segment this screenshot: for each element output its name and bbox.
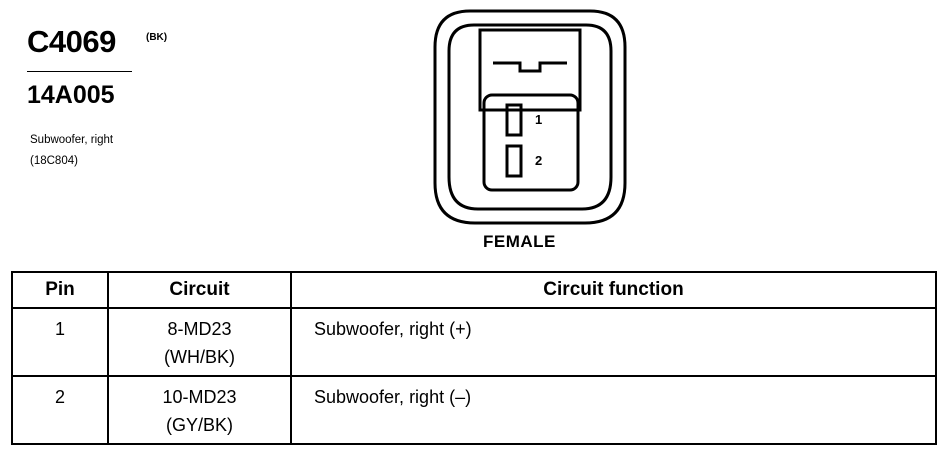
part-number: 14A005 (27, 81, 115, 109)
connector-pin-cavity-body (482, 93, 580, 192)
connector-lock-housing (478, 28, 582, 112)
circuit-number: 10-MD23 (162, 387, 237, 407)
pin-2-label: 2 (535, 153, 542, 168)
header-circuit: Circuit (107, 271, 292, 309)
circuit-cell: 8-MD23 (WH/BK) (107, 307, 292, 377)
connector-latch (493, 61, 567, 73)
header-pin: Pin (11, 271, 109, 309)
connector-id: C4069 (27, 24, 116, 59)
pin-number: 2 (11, 375, 109, 445)
connector-inner-shell (447, 23, 613, 211)
title-rule (27, 71, 132, 72)
circuit-cell: 10-MD23 (GY/BK) (107, 375, 292, 445)
circuit-function: Subwoofer, right (+) (290, 307, 937, 377)
wire-color: (GY/BK) (165, 415, 233, 435)
pin-2-terminal (505, 144, 523, 178)
connector-gender: FEMALE (483, 232, 556, 251)
header-circuit-function: Circuit function (290, 271, 937, 309)
pin-1-terminal (505, 103, 523, 137)
table-header-row: Pin Circuit Circuit function (11, 271, 937, 309)
circuit-number: 8-MD23 (167, 319, 232, 339)
pin-table: Pin Circuit Circuit function 1 8-MD23 (W… (11, 271, 937, 445)
table-row: 1 8-MD23 (WH/BK) Subwoofer, right (+) (11, 307, 937, 377)
connector-color: (BK) (146, 32, 168, 43)
pin-1-label: 1 (535, 112, 542, 127)
connector-description: Subwoofer, right (30, 134, 114, 146)
connector-outer-shell (433, 9, 627, 225)
circuit-function: Subwoofer, right (–) (290, 375, 937, 445)
connector-location: (18C804) (30, 155, 78, 167)
table-row: 2 10-MD23 (GY/BK) Subwoofer, right (–) (11, 375, 937, 445)
pin-number: 1 (11, 307, 109, 377)
wire-color: (WH/BK) (164, 347, 235, 367)
connector-face-diagram: 1 2 (433, 9, 627, 225)
